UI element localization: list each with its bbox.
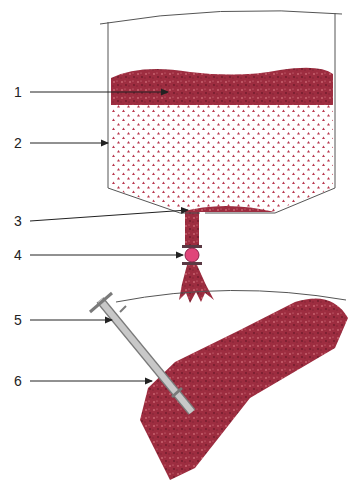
valve	[185, 248, 199, 262]
leader-line	[30, 381, 152, 382]
falling-stream	[179, 265, 214, 303]
outlet-neck	[185, 211, 199, 247]
leader-line	[30, 143, 108, 144]
probe-rod	[100, 300, 192, 412]
callout-number: 5	[12, 312, 24, 328]
silo-top-edge	[100, 11, 342, 24]
stored-material	[110, 104, 333, 211]
leader-line	[30, 210, 188, 221]
leader-line	[30, 255, 183, 256]
probe-rod	[100, 300, 192, 412]
silo-wall	[205, 13, 335, 213]
probe-flange	[172, 388, 182, 397]
probe-screw	[120, 306, 126, 312]
callout-number: 6	[12, 373, 24, 389]
callout-number: 1	[12, 84, 24, 100]
callout-number: 2	[12, 135, 24, 151]
leader-line	[30, 320, 112, 321]
callout-number: 4	[12, 247, 24, 263]
callout-number: 3	[12, 213, 24, 229]
probe-head	[90, 293, 112, 312]
top-layer	[111, 68, 333, 105]
silo-wall	[108, 22, 200, 213]
leader-line	[30, 92, 168, 93]
